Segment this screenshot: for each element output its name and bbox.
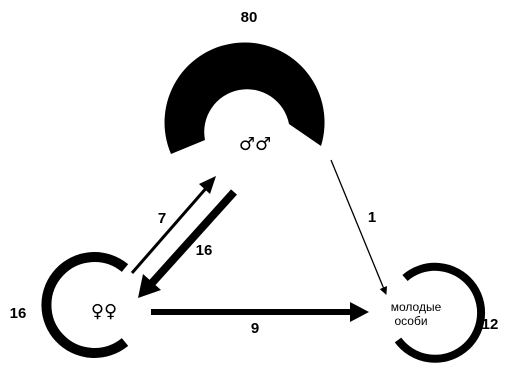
- males-count: 80: [241, 9, 258, 26]
- flow-males-to-females-value: 16: [196, 242, 213, 259]
- arrowhead-males-to-females: [138, 274, 161, 298]
- males-ring: [164, 42, 325, 154]
- females-symbol: ♀♀: [91, 301, 117, 322]
- flow-females-to-juveniles-value: 9: [251, 320, 259, 337]
- juveniles-ring: [394, 262, 486, 363]
- arrowhead-females-to-males: [199, 176, 216, 194]
- juveniles-label-line2: особи: [394, 314, 427, 328]
- arrow-males-to-juveniles: [330, 159, 388, 295]
- arrow-females-to-males: [130, 185, 210, 274]
- flow-females-to-males-value: 7: [158, 210, 166, 227]
- males-symbol: ♂♂: [239, 134, 271, 155]
- females-count: 16: [10, 305, 27, 322]
- arrow-males-to-females: [149, 189, 237, 286]
- arrowhead-females-to-juveniles: [350, 302, 369, 322]
- flow-males-to-juveniles-value: 1: [368, 209, 376, 226]
- females-ring: [41, 252, 129, 358]
- juveniles-label-line1: молодые: [391, 300, 442, 314]
- juveniles-count: 12: [482, 316, 499, 333]
